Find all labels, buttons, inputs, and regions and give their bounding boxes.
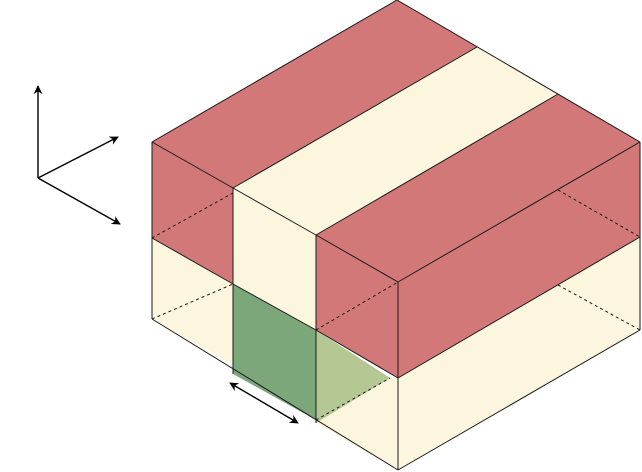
visible-edges <box>151 0 641 471</box>
left-red-slab-front-face <box>152 142 233 284</box>
right-red-slab-side-face <box>398 142 640 378</box>
hidden-edges <box>151 189 641 421</box>
right-red-slab-top-face <box>316 94 640 282</box>
middle-cream-slab-top-face <box>233 47 558 235</box>
axis-right-arrow <box>37 136 119 179</box>
double-arrow-icon <box>229 382 299 424</box>
lower-front-right-cream-face <box>398 237 640 470</box>
left-red-slab-top-face <box>152 0 477 188</box>
light-green-block-face <box>316 330 390 423</box>
axis-down-right-arrow <box>37 177 121 225</box>
axis-triad-icon <box>33 85 121 225</box>
